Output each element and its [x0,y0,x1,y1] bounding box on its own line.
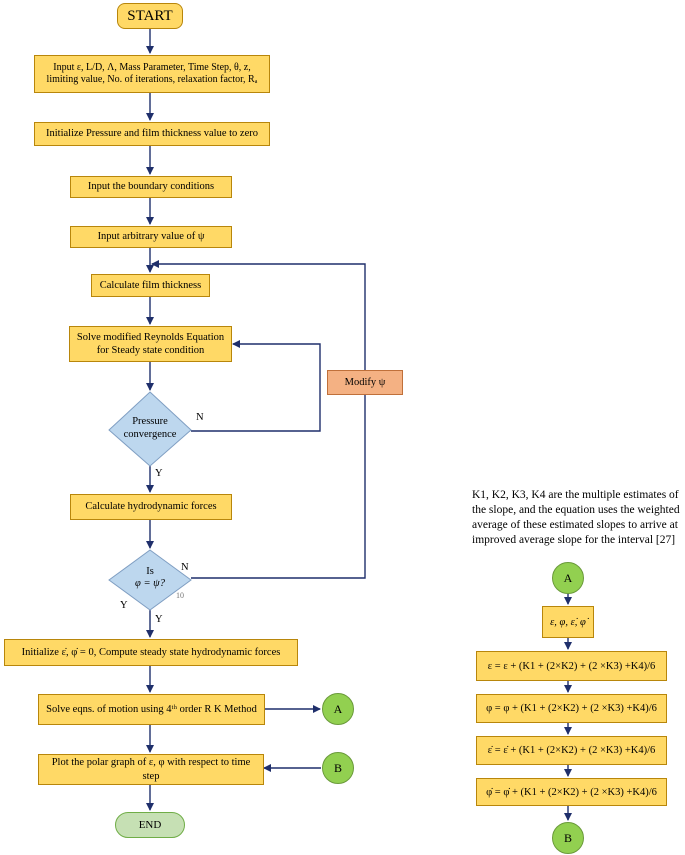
pressure-convergence-label: Pressure convergence [123,416,177,440]
phi-no-label: N [181,562,189,573]
rk-connector-b: B [552,822,584,854]
decision-phi-equals-psi [108,549,192,611]
reynolds-equation-box: Solve modified Reynolds Equation for Ste… [69,326,232,362]
connector-b: B [322,752,354,784]
is-label: Is [146,566,154,577]
start-terminal: START [117,3,183,29]
rk-equation-epsilon-dot: ε̇ = ε̇ + (K1 + (2×K2) + (2 ×K3) +K4)/6 [476,736,667,765]
solve-equations-box: Solve eqns. of motion using 4ᵗʰ order R … [38,694,265,725]
hydrodynamic-forces-box: Calculate hydrodynamic forces [70,494,232,520]
rk-connector-a: A [552,562,584,594]
phi-yes-label: Y [155,614,163,625]
modify-psi-box: Modify ψ [327,370,403,395]
rk-equation-phi-dot: φ̇ = φ̇ + (K1 + (2×K2) + (2 ×K3) +K4)/6 [476,778,667,806]
loop-phi-no [151,260,366,579]
phi-yes-left-label: Y [120,600,128,611]
connector-a: A [322,693,354,725]
loop-pressure-no [191,340,321,432]
arbitrary-psi-box: Input arbitrary value of ψ [70,226,232,248]
pressure-yes-label: Y [155,468,163,479]
plot-polar-graph-box: Plot the polar graph of ε, φ with respec… [38,754,264,785]
film-thickness-box: Calculate film thickness [91,274,210,297]
figure-number: 10 [176,591,184,600]
initialize-pressure-box: Initialize Pressure and film thickness v… [34,122,270,146]
decision-pressure-convergence [108,391,192,467]
rk-equation-phi: φ = φ + (K1 + (2×K2) + (2 ×K3) +K4)/6 [476,694,667,723]
phi-psi-label: φ = ψ? [135,578,165,589]
rk-explanation-note: K1, K2, K3, K4 are the multiple estimate… [472,489,680,546]
rk-equation-epsilon: ε = ε + (K1 + (2×K2) + (2 ×K3) +K4)/6 [476,651,667,681]
input-parameters-box: Input ε, L/D, Λ, Mass Parameter, Time St… [34,55,270,93]
end-terminal: END [115,812,185,838]
initialize-steady-state-box: Initialize ε̇, φ̇ = 0, Compute steady st… [4,639,298,666]
pressure-no-label: N [196,412,204,423]
boundary-conditions-box: Input the boundary conditions [70,176,232,198]
rk-variables-box: ε, φ, ε̇, φ̇ [542,606,594,638]
